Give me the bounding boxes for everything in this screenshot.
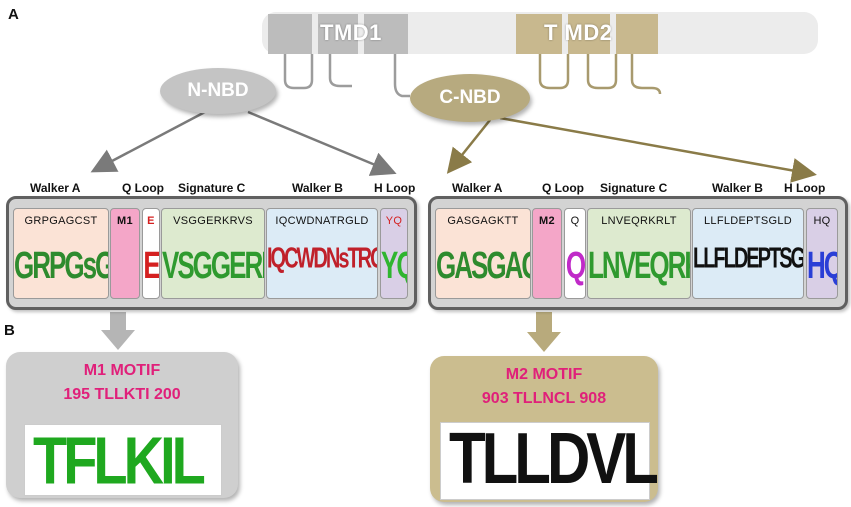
logo-walker-b-left: IQCWDNsTRGLD xyxy=(267,243,377,275)
arrow-nnbd-to-walker-a xyxy=(90,110,206,173)
seq-walker-a-left: GRPGAGCST xyxy=(24,215,98,227)
m1-logo-letters: TFLKIL xyxy=(33,422,206,498)
tmd2-helix-1 xyxy=(516,14,562,54)
segment-walker-b-left: IQCWDNATRGLD IQCWDNsTRGLD xyxy=(266,208,378,299)
seq-signature-left: VSGGERKRVS xyxy=(173,215,253,227)
label-signature-right: Signature C xyxy=(600,181,668,195)
arrow-cnbd-to-walker-a xyxy=(446,119,491,174)
segment-walker-a-left: GRPGAGCST GRPGsGCST xyxy=(13,208,109,299)
tmd2-loop-3 xyxy=(630,54,662,95)
arrow-down-m2 xyxy=(527,312,561,352)
seq-walker-b-right: LLFLDEPTSGLD xyxy=(704,215,792,227)
m2-logo-letters: TLLDVL xyxy=(449,418,659,499)
n-nbd-label: N-NBD xyxy=(187,80,249,101)
arrow-down-m1 xyxy=(101,312,135,350)
m1-motif-logo: TFLKIL xyxy=(24,422,222,498)
m2-motif-range: 903 TLLNCL 908 xyxy=(481,390,607,407)
n-nbd-sequence-box: GRPGAGCST GRPGsGCST M1 E E VSGGERKRVS VS… xyxy=(6,196,417,310)
seq-m1: M1 xyxy=(117,215,133,227)
n-nbd-ellipse: N-NBD xyxy=(160,68,276,114)
arrow-cnbd-to-hloop xyxy=(499,116,817,183)
segment-signature-left: VSGGERKRVS VSGGERKRVS xyxy=(161,208,265,299)
tmd2-loop-2 xyxy=(586,54,618,90)
m1-motif-title: M1 MOTIF xyxy=(83,362,161,379)
seq-h-loop-left: YQ xyxy=(385,215,403,227)
segment-signature-right: LNVEQRKRLT LNVEQRKRLT xyxy=(587,208,691,299)
panel-label-a: A xyxy=(8,6,19,23)
c-nbd-label: C-NBD xyxy=(439,87,501,108)
segment-q-loop-right: Q Q xyxy=(564,208,586,299)
m2-motif-logo: TLLDVL xyxy=(440,418,659,500)
panel-label-b: B xyxy=(4,322,15,339)
logo-q-loop-left: E xyxy=(143,243,159,287)
c-nbd-ellipse: C-NBD xyxy=(410,74,530,122)
seq-q-loop-right: Q xyxy=(570,215,580,227)
tmd1-helix-2 xyxy=(318,14,358,54)
logo-h-loop-left: YQ xyxy=(381,243,407,287)
segment-walker-a-right: GASGAGKTT GASGAGKTT xyxy=(435,208,531,299)
tmd1-helix-1 xyxy=(268,14,312,54)
seq-signature-right: LNVEQRKRLT xyxy=(601,215,677,227)
label-walker-a-left: Walker A xyxy=(30,181,81,195)
tmd2-helix-3 xyxy=(616,14,658,54)
m1-motif-box: M1 MOTIF 195 TLLKTI 200 TFLKIL xyxy=(6,352,238,498)
m2-motif-box: M2 MOTIF 903 TLLNCL 908 TLLDVL xyxy=(430,356,659,502)
label-q-loop-left: Q Loop xyxy=(122,181,164,195)
tmd2-helix-2 xyxy=(568,14,610,54)
logo-h-loop-right: HQ xyxy=(807,243,837,287)
label-walker-b-right: Walker B xyxy=(712,181,763,195)
seq-q-loop-left: E xyxy=(147,215,155,227)
label-h-loop-right: H Loop xyxy=(784,181,826,195)
logo-walker-b-right: LLFLDEPTSGLD xyxy=(693,243,804,275)
seq-m2: M2 xyxy=(539,215,555,227)
tmd2-label: T MD2 xyxy=(544,20,613,45)
segment-walker-b-right: LLFLDEPTSGLD LLFLDEPTSGLD xyxy=(692,208,804,299)
logo-q-loop-right: Q xyxy=(565,243,585,287)
logo-signature-right: LNVEQRKRLT xyxy=(588,243,690,287)
c-nbd-sequence-box: GASGAGKTT GASGAGKTT M2 Q Q LNVEQRKRLT LN… xyxy=(428,196,848,310)
label-h-loop-left: H Loop xyxy=(374,181,416,195)
logo-walker-a-left: GRPGsGCST xyxy=(14,243,108,287)
segment-m2: M2 xyxy=(532,208,562,299)
seq-walker-a-right: GASGAGKTT xyxy=(447,215,519,227)
label-q-loop-right: Q Loop xyxy=(542,181,584,195)
logo-walker-a-right: GASGAGKTT xyxy=(436,243,530,287)
label-walker-a-right: Walker A xyxy=(452,181,503,195)
seq-walker-b-left: IQCWDNATRGLD xyxy=(275,215,369,227)
tmd2-loop-1 xyxy=(538,54,570,90)
label-signature-left: Signature C xyxy=(178,181,246,195)
segment-h-loop-right: HQ HQ xyxy=(806,208,838,299)
tmd1-loop-3 xyxy=(393,54,410,98)
segment-h-loop-left: YQ YQ xyxy=(380,208,408,299)
seq-h-loop-right: HQ xyxy=(813,215,831,227)
m1-motif-range: 195 TLLKTI 200 xyxy=(63,386,181,403)
tmd1-loop-2 xyxy=(328,54,352,88)
logo-signature-left: VSGGERKRVS xyxy=(162,243,264,287)
tmd1-helix-3 xyxy=(364,14,408,54)
label-walker-b-left: Walker B xyxy=(292,181,343,195)
tmd1-label: TMD1 xyxy=(320,20,382,45)
tmd1-loop-1 xyxy=(283,54,314,90)
segment-m1: M1 xyxy=(110,208,140,299)
arrow-nnbd-to-hloop xyxy=(247,110,397,176)
segment-q-loop-left: E E xyxy=(142,208,160,299)
m2-motif-title: M2 MOTIF xyxy=(505,366,583,383)
